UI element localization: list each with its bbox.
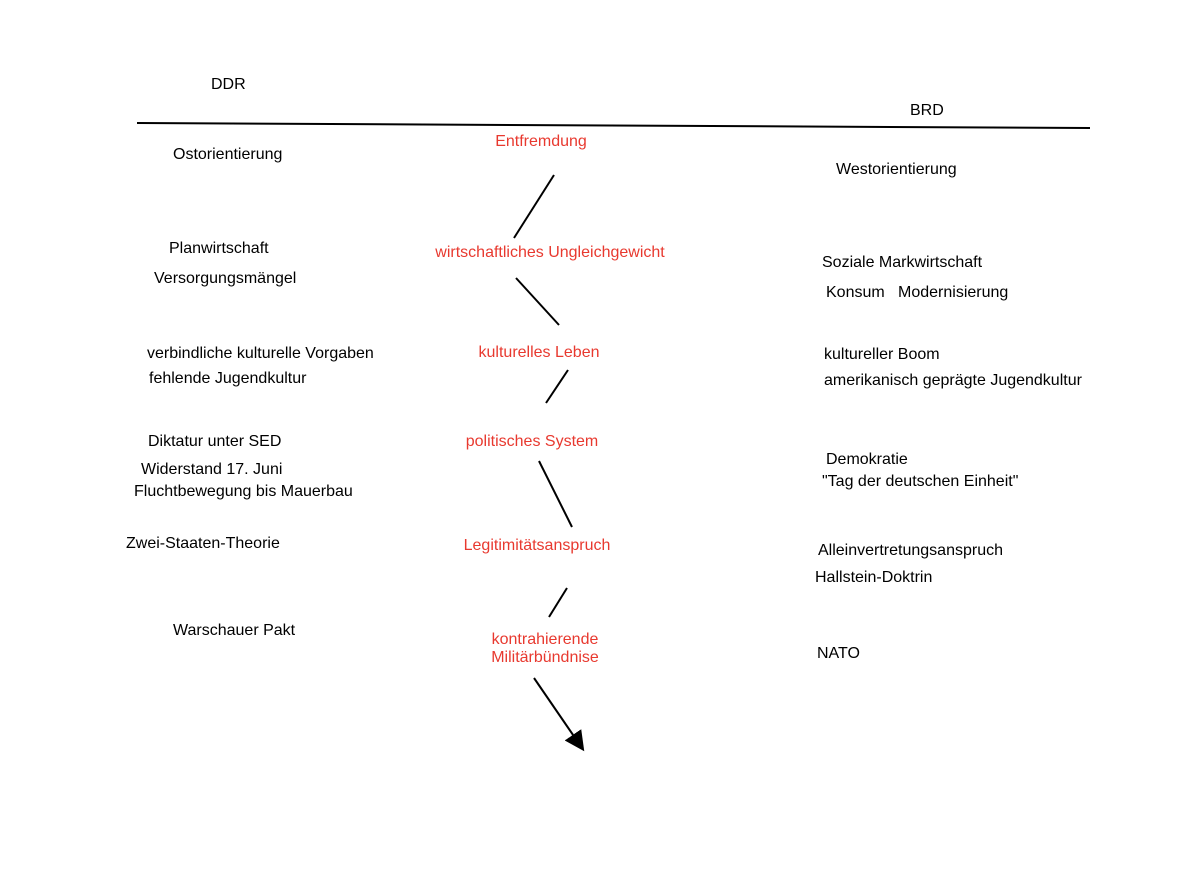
right-item-nato: NATO — [817, 645, 860, 662]
header-ddr: DDR — [211, 76, 246, 93]
connector-5 — [548, 587, 568, 618]
right-item-hallstein: Hallstein-Doktrin — [815, 569, 933, 586]
right-item-westorientierung: Westorientierung — [836, 161, 957, 178]
connector-3 — [545, 369, 569, 404]
right-item-einheit: "Tag der deutschen Einheit" — [822, 473, 1019, 490]
left-item-ostorientierung: Ostorientierung — [173, 146, 283, 163]
connector-2 — [515, 277, 560, 326]
left-item-kultur-vorgaben: verbindliche kulturelle Vorgaben — [147, 345, 374, 362]
left-item-warschauer: Warschauer Pakt — [173, 622, 296, 639]
arrow-down — [533, 677, 585, 752]
right-item-alleinvertretung: Alleinvertretungsanspruch — [818, 542, 1003, 559]
center-item-politik: politisches System — [465, 433, 599, 450]
center-item-militaer-line1: kontrahierende — [491, 631, 599, 648]
center-item-legitimitaet: Legitimitätsanspruch — [463, 537, 611, 554]
left-item-zwei-staaten: Zwei-Staaten-Theorie — [126, 535, 280, 552]
center-item-kultur: kulturelles Leben — [478, 344, 600, 361]
right-item-markwirtschaft: Soziale Markwirtschaft — [822, 254, 983, 271]
left-item-planwirtschaft: Planwirtschaft — [169, 240, 269, 257]
right-item-boom: kultureller Boom — [824, 346, 940, 363]
header-brd: BRD — [910, 102, 944, 119]
left-item-flucht: Fluchtbewegung bis Mauerbau — [134, 483, 353, 500]
right-item-demokratie: Demokratie — [826, 451, 908, 468]
divider-line — [136, 122, 1091, 129]
connector-1 — [513, 174, 555, 239]
left-item-diktatur: Diktatur unter SED — [148, 433, 282, 450]
left-item-jugendkultur: fehlende Jugendkultur — [149, 370, 307, 387]
center-item-entfremdung: Entfremdung — [495, 133, 587, 150]
left-item-widerstand: Widerstand 17. Juni — [141, 461, 283, 478]
connector-4 — [538, 460, 573, 528]
right-item-konsum: Konsum Modernisierung — [826, 284, 1009, 301]
right-item-jugendkultur: amerikanisch geprägte Jugendkultur — [824, 372, 1082, 389]
left-item-versorgung: Versorgungsmängel — [154, 270, 297, 287]
center-item-militaer-line2: Militärbündnise — [491, 649, 599, 666]
center-item-wirtschaft: wirtschaftliches Ungleichgewicht — [435, 244, 665, 261]
